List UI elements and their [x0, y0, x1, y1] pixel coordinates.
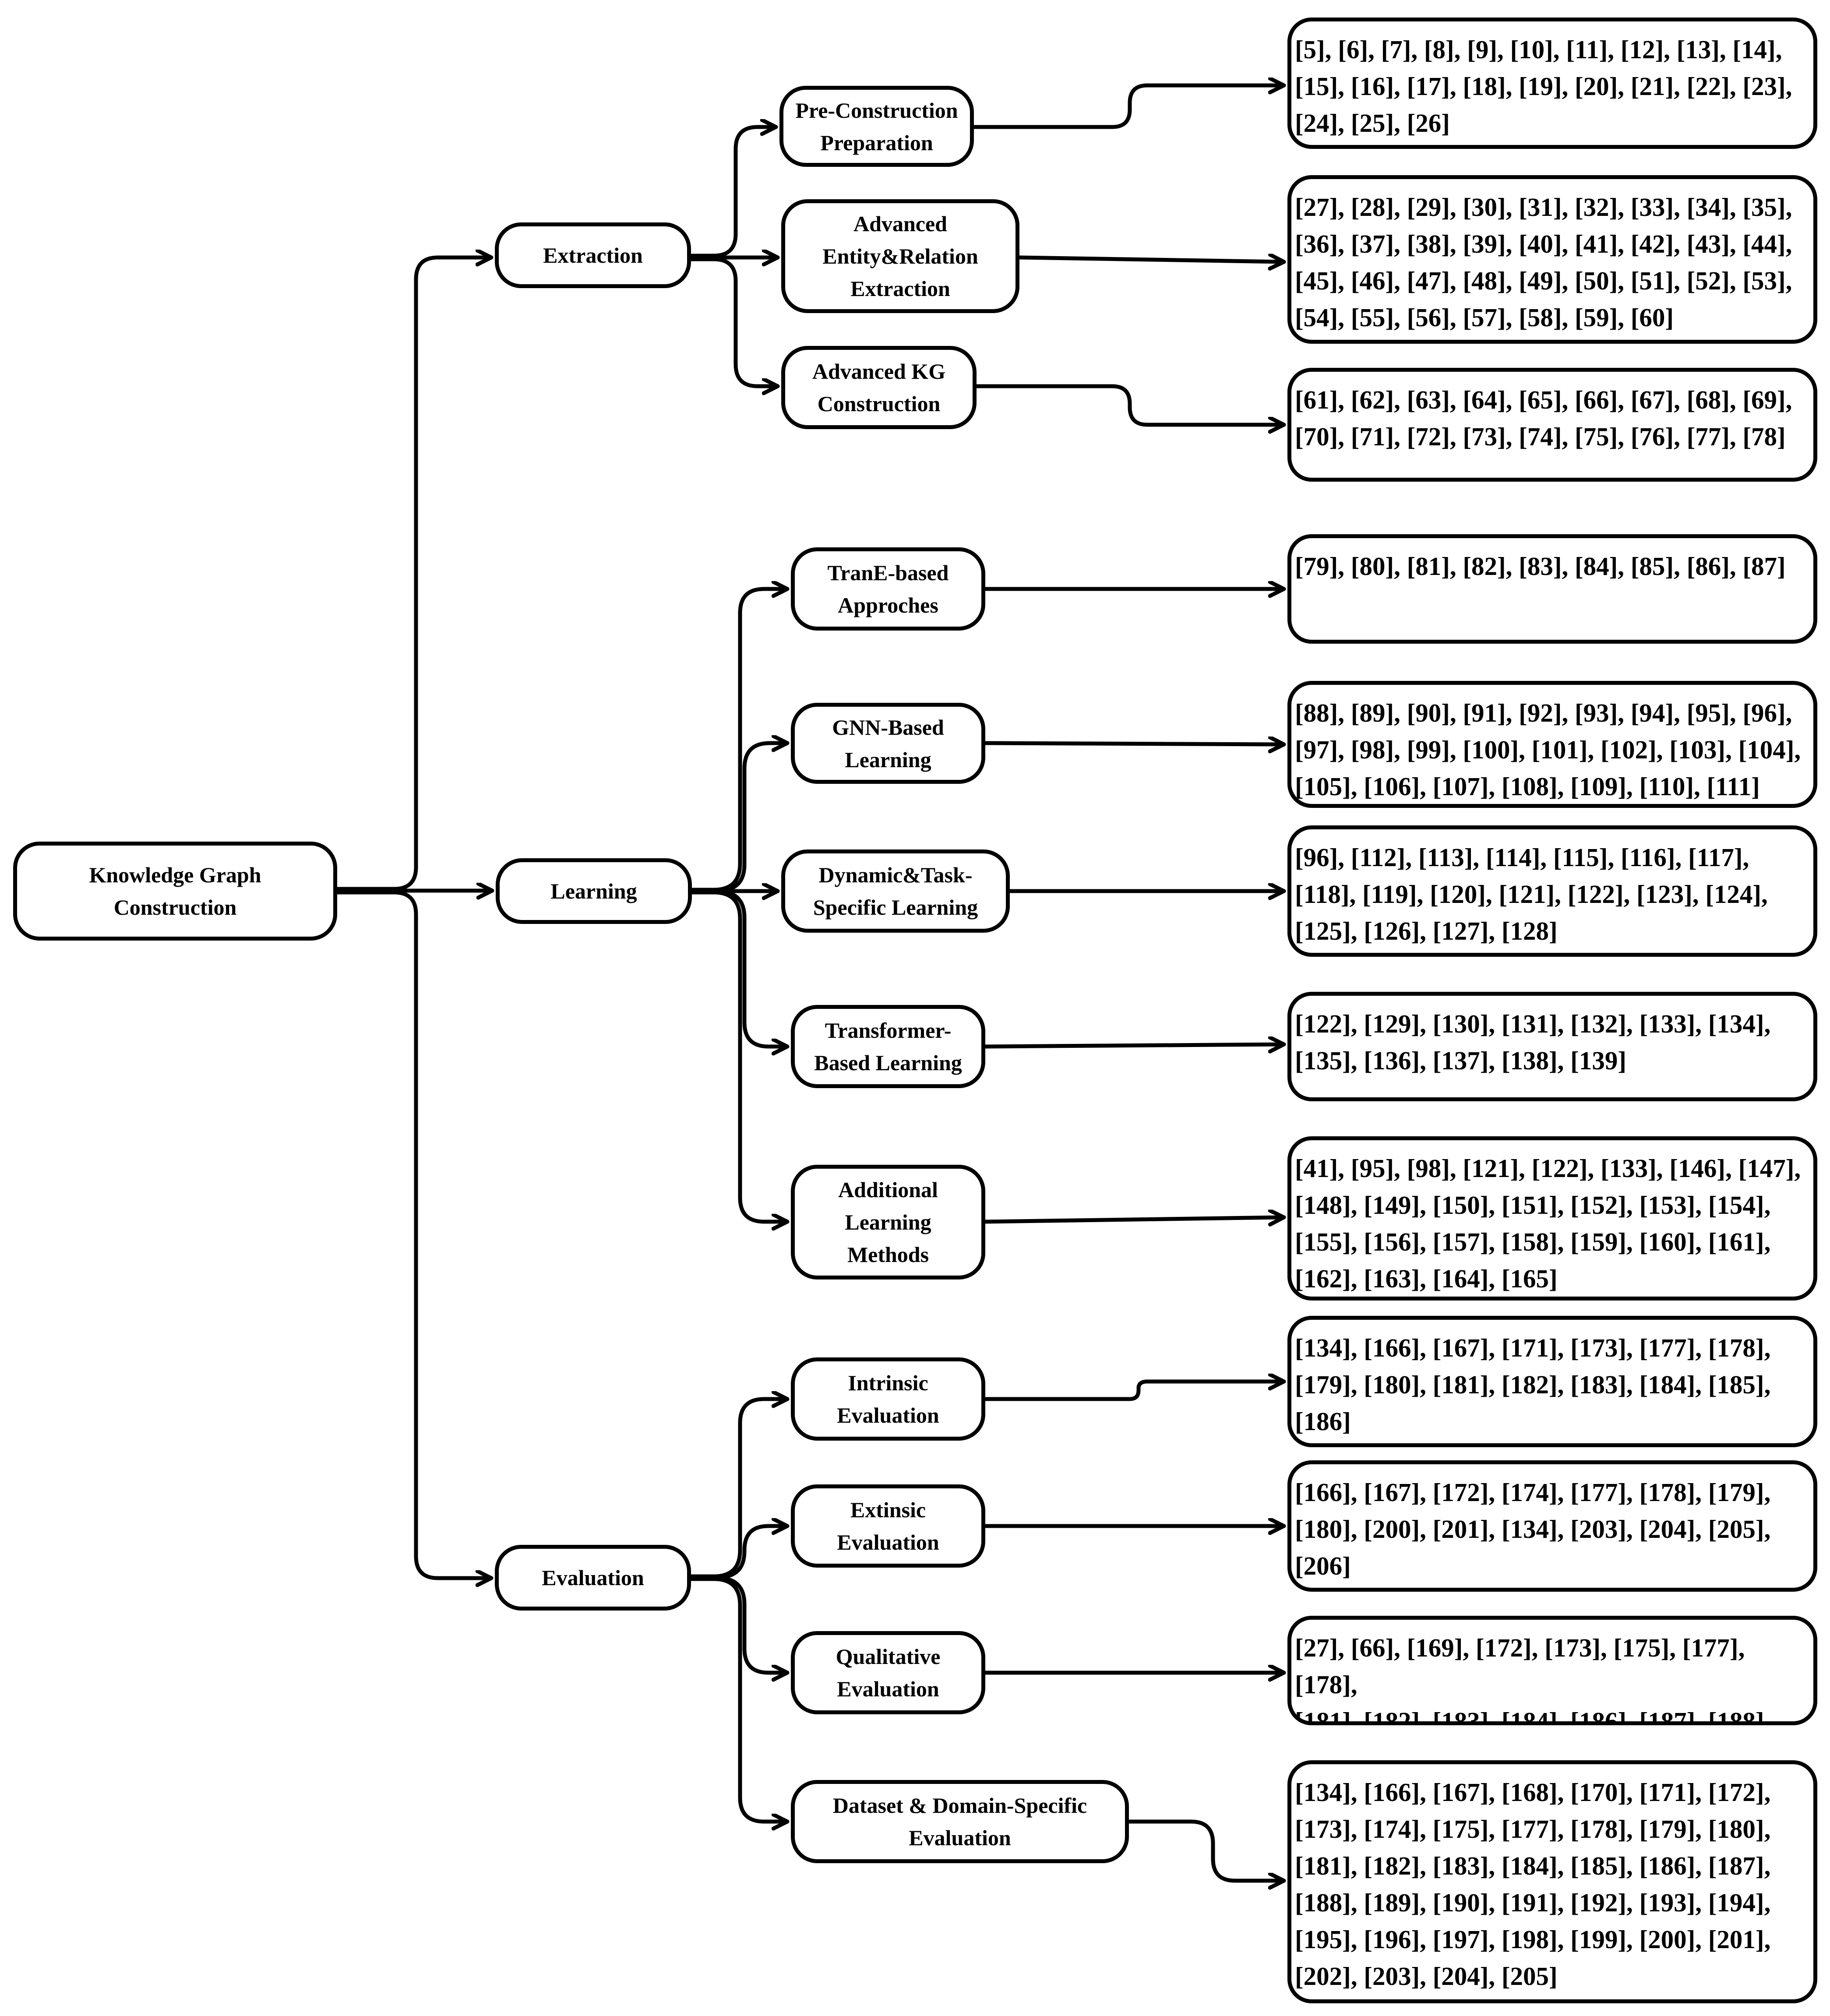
refs-additional-learning-methods: [41], [95], [98], [121], [122], [133], [… [1287, 1136, 1817, 1301]
method-label: Dataset & Domain-Specific Evaluation [832, 1793, 1087, 1850]
refs-advanced-kg-construction: [61], [62], [63], [64], [65], [66], [67]… [1287, 368, 1817, 482]
refs-text: [61], [62], [63], [64], [65], [66], [67]… [1295, 385, 1792, 451]
category-evaluation: Evaluation [495, 1545, 691, 1611]
root-node: Knowledge Graph Construction [13, 842, 337, 941]
refs-text: [79], [80], [81], [82], [83], [84], [85]… [1295, 552, 1786, 581]
category-learning: Learning [496, 858, 692, 924]
method-pre-construction-preparation: Pre-Construction Preparation [779, 86, 974, 167]
refs-text: [88], [89], [90], [91], [92], [93], [94]… [1295, 698, 1801, 801]
refs-dynamic-task-specific-learning: [96], [112], [113], [114], [115], [116],… [1287, 825, 1817, 957]
connector-extraction-to-kg-construction [689, 257, 780, 386]
refs-text: [166], [167], [172], [174], [177], [178]… [1295, 1478, 1771, 1580]
refs-gnn-based-learning: [88], [89], [90], [91], [92], [93], [94]… [1287, 681, 1817, 808]
connector-entity-relation-to-refs [1017, 257, 1286, 262]
connector-root-to-evaluation [335, 890, 494, 1578]
category-label: Extraction [543, 243, 643, 268]
refs-trane-based-approaches: [79], [80], [81], [82], [83], [84], [85]… [1287, 534, 1817, 644]
method-label: Pre-Construction Preparation [795, 98, 958, 155]
refs-pre-construction-preparation: [5], [6], [7], [8], [9], [10], [11], [12… [1287, 18, 1817, 149]
method-label: GNN-Based Learning [832, 715, 944, 772]
method-qualitative-evaluation: Qualitative Evaluation [791, 1631, 985, 1714]
method-label: Intrinsic Evaluation [837, 1371, 939, 1427]
method-additional-learning-methods: Additional Learning Methods [791, 1165, 985, 1279]
connector-transformer-to-refs [983, 1044, 1286, 1047]
connector-evaluation-to-intrinsic [689, 1399, 790, 1579]
category-extraction: Extraction [495, 222, 691, 288]
method-advanced-kg-construction: Advanced KG Construction [781, 346, 977, 429]
connector-evaluation-to-extrinsic [689, 1526, 790, 1579]
refs-qualitative-evaluation: [27], [66], [169], [172], [173], [175], … [1287, 1616, 1817, 1725]
refs-extrinsic-evaluation: [166], [167], [172], [174], [177], [178]… [1287, 1460, 1817, 1592]
method-dataset-domain-specific-evaluation: Dataset & Domain-Specific Evaluation [791, 1780, 1129, 1863]
method-label: Advanced KG Construction [812, 359, 946, 416]
connector-dataset-to-refs [1127, 1819, 1286, 1881]
refs-text: [41], [95], [98], [121], [122], [133], [… [1295, 1154, 1801, 1293]
method-label: Additional Learning Methods [838, 1177, 938, 1267]
refs-intrinsic-evaluation: [134], [166], [167], [171], [173], [177]… [1287, 1316, 1817, 1447]
connector-intrinsic-to-refs [983, 1382, 1286, 1401]
refs-text: [5], [6], [7], [8], [9], [10], [11], [12… [1295, 35, 1792, 137]
method-label: Dynamic&Task- Specific Learning [813, 863, 978, 920]
method-extrinsic-evaluation: Extinsic Evaluation [791, 1484, 985, 1568]
method-label: Extinsic Evaluation [837, 1498, 939, 1554]
refs-advanced-entity-relation-extraction: [27], [28], [29], [30], [31], [32], [33]… [1287, 175, 1817, 344]
method-label: Qualitative Evaluation [836, 1644, 941, 1701]
refs-text: [27], [66], [169], [172], [173], [175], … [1295, 1633, 1764, 1725]
refs-text: [96], [112], [113], [114], [115], [116],… [1295, 843, 1768, 945]
method-gnn-based-learning: GNN-Based Learning [791, 703, 985, 784]
method-label: Transformer- Based Learning [814, 1018, 962, 1075]
connector-additional-to-refs [983, 1217, 1286, 1222]
connector-kg-construction-to-refs [974, 384, 1286, 425]
category-label: Learning [550, 879, 637, 903]
method-advanced-entity-relation-extraction: Advanced Entity&Relation Extraction [781, 199, 1019, 313]
method-dynamic-task-specific-learning: Dynamic&Task- Specific Learning [781, 849, 1010, 933]
method-label: Advanced Entity&Relation Extraction [822, 211, 978, 301]
connector-learning-to-trane [690, 589, 790, 892]
refs-text: [122], [129], [130], [131], [132], [133]… [1295, 1009, 1771, 1075]
connector-root-to-extraction [335, 257, 494, 891]
method-intrinsic-evaluation: Intrinsic Evaluation [791, 1357, 985, 1441]
connector-learning-to-gnn [690, 743, 790, 893]
root-label: Knowledge Graph Construction [89, 863, 261, 920]
connector-learning-to-transformer [690, 889, 790, 1047]
method-trane-based-approaches: TranE-based Approches [791, 547, 985, 631]
refs-text: [27], [28], [29], [30], [31], [32], [33]… [1295, 193, 1792, 332]
refs-text: [134], [166], [167], [171], [173], [177]… [1295, 1333, 1771, 1436]
connector-evaluation-to-qualitative [689, 1576, 790, 1673]
category-label: Evaluation [542, 1565, 644, 1590]
refs-dataset-domain-specific-evaluation: [134], [166], [167], [168], [170], [171]… [1287, 1760, 1817, 2003]
connector-gnn-to-refs [983, 743, 1286, 744]
connector-pre-construction-to-refs [972, 85, 1286, 129]
refs-transformer-based-learning: [122], [129], [130], [131], [132], [133]… [1287, 992, 1817, 1101]
connector-extraction-to-pre-construction [689, 127, 778, 258]
refs-text: [134], [166], [167], [168], [170], [171]… [1295, 1778, 1771, 1991]
method-transformer-based-learning: Transformer- Based Learning [791, 1005, 985, 1088]
connector-learning-to-additional [690, 890, 790, 1222]
connector-evaluation-to-dataset [689, 1577, 790, 1822]
method-label: TranE-based Approches [827, 560, 949, 617]
